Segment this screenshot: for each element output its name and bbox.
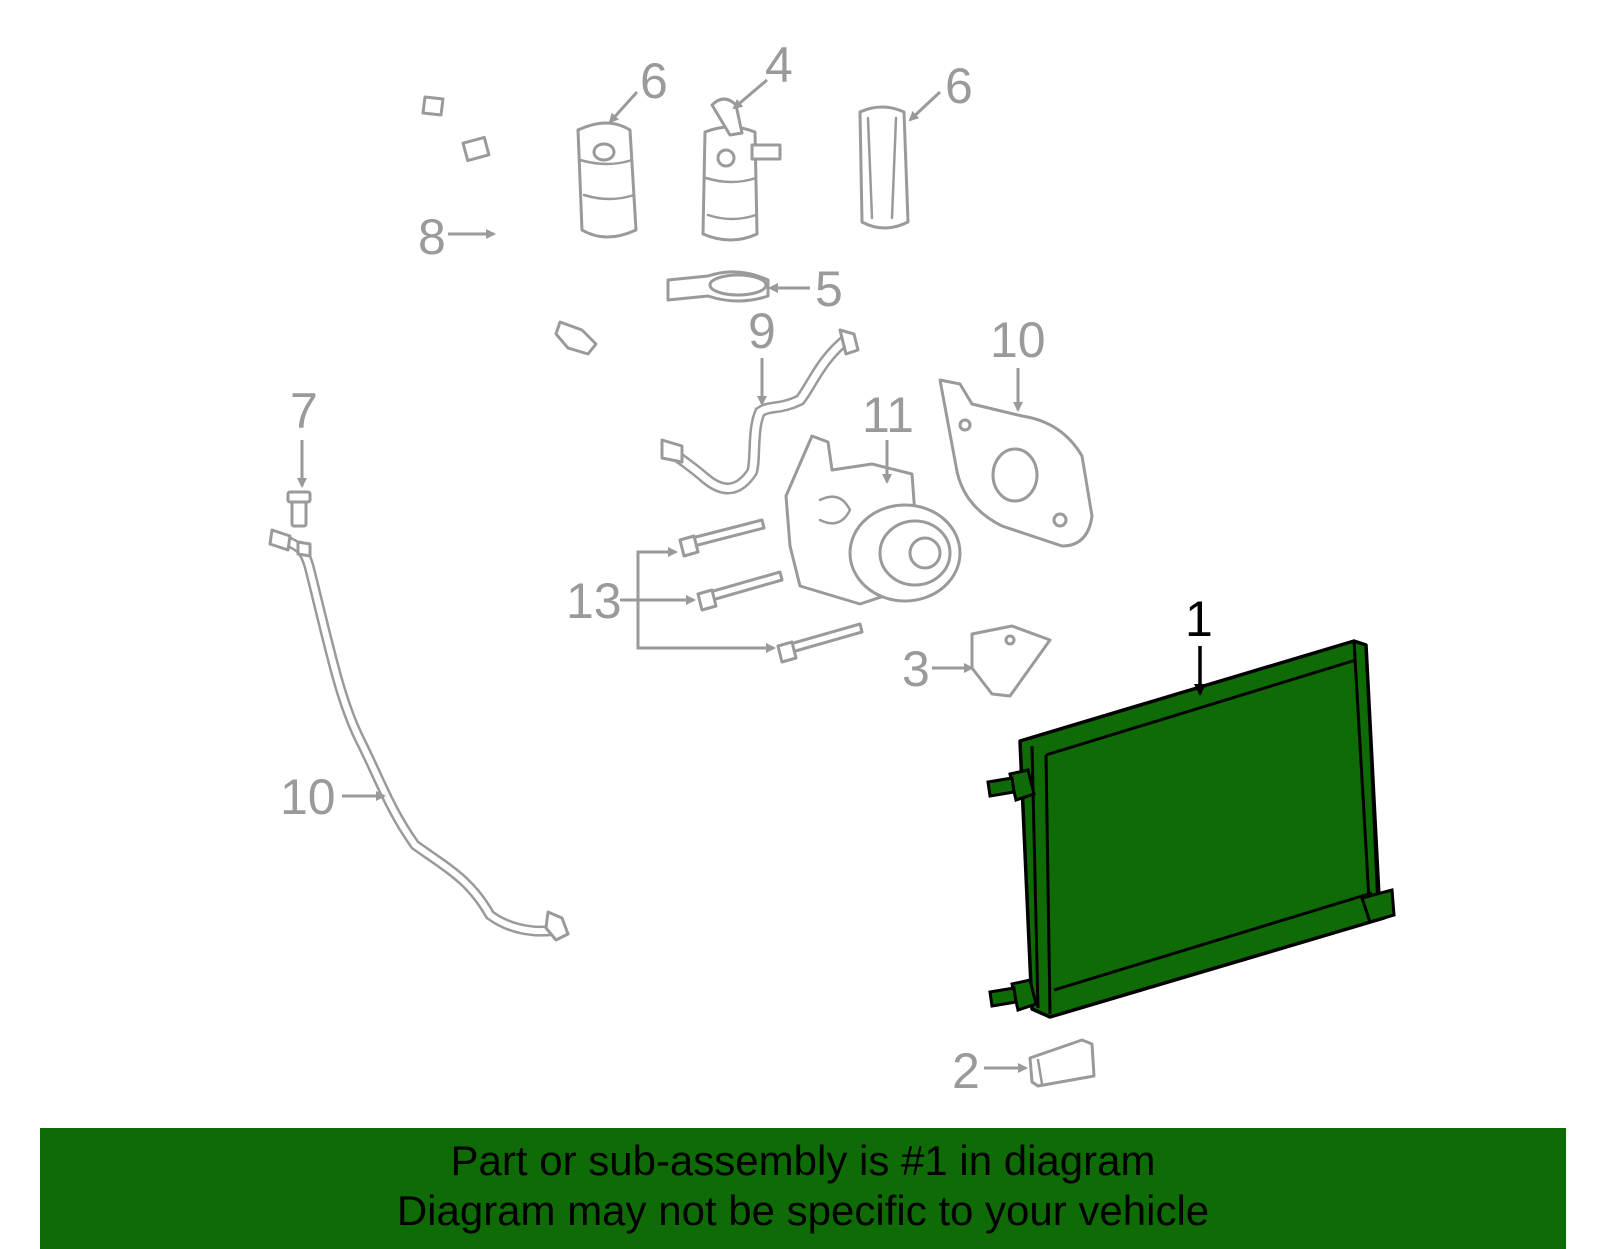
banner-line-2: Diagram may not be specific to your vehi…: [396, 1187, 1210, 1234]
callout-8: 8: [418, 209, 496, 265]
part-12-bracket: [938, 378, 1094, 548]
svg-text:9: 9: [748, 303, 776, 359]
part-11-compressor: [784, 434, 962, 606]
callout-5: 5: [768, 261, 843, 317]
svg-text:6: 6: [945, 58, 973, 114]
part-8-hose: [421, 95, 598, 356]
part-6-drier-left: [576, 121, 638, 239]
svg-text:5: 5: [815, 261, 843, 317]
svg-text:8: 8: [418, 209, 446, 265]
callout-11: 11: [862, 387, 914, 484]
svg-text:2: 2: [952, 1043, 980, 1099]
svg-text:1: 1: [1185, 591, 1213, 647]
callout-10: 10: [280, 769, 386, 825]
banner-line-1: Part or sub-assembly is #1 in diagram: [450, 1137, 1156, 1184]
part-9-hose: [660, 328, 860, 495]
callout-6-left: 6: [608, 53, 668, 124]
callout-13: 13: [566, 547, 776, 653]
callout-7: 7: [290, 383, 318, 488]
part-1-condenser: [986, 639, 1396, 1019]
svg-text:11: 11: [862, 387, 914, 443]
svg-text:6: 6: [640, 53, 668, 109]
part-7-valve: [286, 490, 312, 528]
svg-text:4: 4: [765, 37, 793, 93]
svg-text:13: 13: [566, 573, 622, 629]
svg-text:3: 3: [902, 641, 930, 697]
part-4-accumulator: [701, 97, 782, 242]
part-13-bolts: [678, 518, 864, 664]
callout-6-right: 6: [908, 58, 973, 122]
part-10-line: [268, 528, 570, 942]
part-3-bracket: [970, 624, 1052, 698]
svg-text:7: 7: [290, 383, 318, 439]
part-2-bracket: [1028, 1038, 1096, 1088]
part-5-bracket: [666, 270, 770, 303]
callout-3: 3: [902, 641, 974, 697]
callout-1: 1: [1185, 591, 1213, 696]
callout-9: 9: [748, 303, 776, 406]
info-banner: Part or sub-assembly is #1 in diagram Di…: [40, 1128, 1566, 1249]
callout-12: 10: [990, 312, 1046, 412]
svg-text:10: 10: [280, 769, 336, 825]
callout-2: 2: [952, 1043, 1028, 1099]
part-6-drier-right: [858, 105, 910, 230]
svg-text:10: 10: [990, 312, 1046, 368]
callout-4: 4: [732, 37, 793, 110]
